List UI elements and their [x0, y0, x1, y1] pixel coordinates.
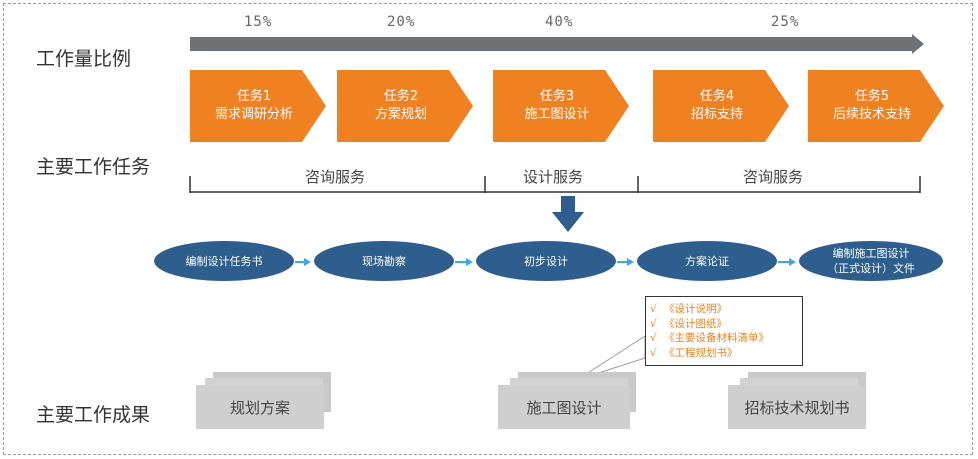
process-step-5-line-2: （正式设计）文件 [827, 262, 915, 275]
diagram-frame [3, 3, 973, 455]
process-step-4-label: 方案论证 [685, 254, 729, 268]
output-3-doc: 招标技术规划书 [728, 385, 866, 429]
connector-2-arrowhead [466, 258, 473, 266]
connector-2-line [455, 261, 467, 263]
process-step-2-label: 现场勘察 [362, 254, 406, 268]
connector-1-line [295, 261, 305, 263]
process-step-3-label: 初步设计 [524, 254, 568, 268]
task-3-chevron: 任务3 施工图设计 [493, 70, 631, 142]
task-2-chevron: 任务2 方案规划 [337, 70, 475, 142]
connector-4-line [778, 261, 790, 263]
pct-task-3: 40% [545, 14, 574, 30]
checklist-item-1: √ 《设计说明》 [650, 302, 798, 317]
label-workload-ratio: 工作量比例 [36, 48, 132, 70]
check-icon: √ [650, 303, 657, 315]
checklist-item-2-label: 《设计图纸》 [664, 317, 727, 330]
checklist-item-3-label: 《主要设备材料清单》 [664, 332, 769, 344]
service-bracket [189, 176, 921, 193]
connector-3-line [617, 261, 628, 263]
task-3-desc: 施工图设计 [524, 107, 590, 122]
process-step-1: 编制设计任务书 [154, 241, 294, 281]
checklist-item-1-label: 《设计说明》 [664, 303, 727, 315]
task-4-chevron: 任务4 招标支持 [653, 70, 791, 142]
check-icon: √ [650, 317, 657, 330]
connector-3-arrowhead [627, 258, 634, 266]
output-1-label: 规划方案 [229, 398, 290, 417]
pct-task-2: 20% [387, 14, 416, 30]
output-3-label: 招标技术规划书 [744, 398, 850, 417]
task-2-title: 任务2 [383, 89, 419, 104]
process-step-4: 方案论证 [637, 241, 777, 281]
checklist-item-4: √ 《工程规划书》 [650, 346, 798, 361]
output-1-doc: 规划方案 [196, 385, 324, 429]
task-4-title: 任务4 [699, 89, 735, 104]
label-main-tasks: 主要工作任务 [36, 156, 151, 178]
label-main-outputs: 主要工作成果 [36, 404, 151, 426]
checklist-item-3: √ 《主要设备材料清单》 [650, 331, 798, 346]
output-2-label: 施工图设计 [526, 398, 602, 417]
process-step-2: 现场勘察 [314, 241, 454, 281]
process-step-5-line-1: 编制施工图设计 [832, 247, 910, 260]
pct-task-1: 15% [244, 14, 273, 30]
workload-arrow-bar [190, 34, 924, 54]
checklist-item-4-label: 《工程规划书》 [664, 346, 738, 359]
design-deliverables-checklist: √ 《设计说明》 √ 《设计图纸》 √ 《主要设备材料清单》 √ 《工程规划书》 [645, 296, 803, 366]
task-5-desc: 后续技术支持 [832, 107, 911, 122]
service-consulting-2: 咨询服务 [743, 168, 804, 186]
process-step-3: 初步设计 [476, 241, 616, 281]
output-2-doc: 施工图设计 [498, 385, 630, 429]
checklist-item-2: √ 《设计图纸》 [650, 317, 798, 332]
check-icon: √ [650, 346, 657, 359]
task-1-chevron: 任务1 需求调研分析 [190, 70, 328, 142]
pct-task-45: 25% [771, 14, 800, 30]
task-3-title: 任务3 [539, 89, 575, 104]
task-5-title: 任务5 [854, 89, 890, 104]
down-arrow [552, 196, 584, 232]
task-1-title: 任务1 [236, 89, 272, 104]
task-1-desc: 需求调研分析 [214, 107, 293, 122]
task-4-desc: 招标支持 [690, 107, 743, 122]
service-consulting-1: 咨询服务 [305, 168, 366, 186]
connector-4-arrowhead [789, 258, 796, 266]
process-step-1-label: 编制设计任务书 [185, 254, 263, 268]
process-step-5: 编制施工图设计 （正式设计）文件 [799, 241, 943, 281]
service-design: 设计服务 [523, 168, 584, 186]
task-2-desc: 方案规划 [374, 107, 427, 122]
check-icon: √ [650, 332, 657, 344]
task-5-chevron: 任务5 后续技术支持 [808, 70, 946, 142]
connector-1-arrowhead [304, 258, 311, 266]
